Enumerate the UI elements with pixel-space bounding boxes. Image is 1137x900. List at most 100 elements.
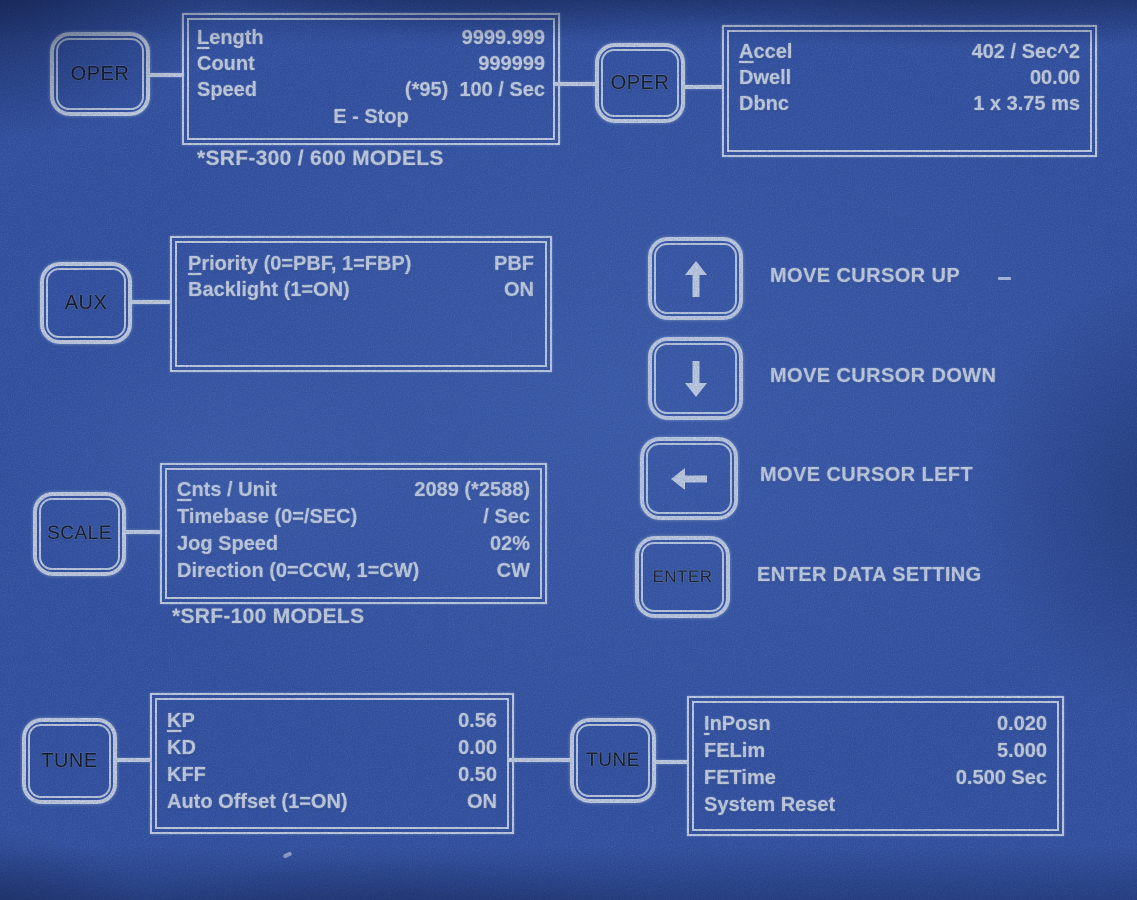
param-label: FELim xyxy=(704,740,766,762)
param-value: 0.00 xyxy=(458,737,497,759)
param-value: ON xyxy=(467,791,497,813)
param-label: Cnts / Unit xyxy=(177,479,277,501)
param-value: (*95) 100 / Sec xyxy=(404,79,545,101)
srf300-caption: *SRF-300 / 600 MODELS xyxy=(197,147,444,170)
param-label: KP xyxy=(167,710,195,732)
cursor-char: C xyxy=(177,479,192,501)
menu-row: InPosn 0.020 xyxy=(704,711,1047,738)
param-value: ON xyxy=(504,279,534,301)
cursor-char: L xyxy=(197,27,210,49)
menu-row: Speed (*95) 100 / Sec xyxy=(197,77,545,103)
param-label: Accel xyxy=(739,41,793,63)
connector-line xyxy=(130,300,170,304)
menu-row: Count 999999 xyxy=(197,51,545,77)
param-label: KD xyxy=(167,737,196,759)
menu-row: Timebase (0=/SEC) / Sec xyxy=(177,504,530,531)
param-value: 0.50 xyxy=(458,764,497,786)
tune-gain-menu-box: KP 0.56 KD 0.00 KFF 0.50 Auto Offset (1=… xyxy=(150,693,514,834)
param-value: 0.500 Sec xyxy=(955,767,1047,789)
scale-menu-box: Cnts / Unit 2089 (*2588) Timebase (0=/SE… xyxy=(160,463,547,604)
oper-key-label: OPER xyxy=(70,62,130,85)
tune-key-2[interactable]: TUNE xyxy=(570,718,656,803)
menu-row: KD 0.00 xyxy=(167,735,497,762)
tune-key-label: TUNE xyxy=(41,749,98,772)
oper-key[interactable]: OPER xyxy=(50,32,150,116)
connector-line xyxy=(554,82,597,86)
param-value: 999999 xyxy=(478,53,545,75)
enter-key[interactable]: ENTER xyxy=(635,536,730,618)
param-label: Count xyxy=(197,53,255,75)
param-value: 5.000 xyxy=(996,740,1047,762)
scale-key-label: SCALE xyxy=(47,523,112,544)
param-label: FETime xyxy=(704,767,776,789)
param-value: 402 / Sec^2 xyxy=(971,41,1080,63)
tune-position-menu-box: InPosn 0.020 FELim 5.000 FETime 0.500 Se… xyxy=(687,696,1064,836)
param-value: / Sec xyxy=(483,506,530,528)
param-label: Auto Offset (1=ON) xyxy=(167,791,348,813)
menu-row: Backlight (1=ON) ON xyxy=(188,277,534,303)
connector-line xyxy=(115,758,150,762)
cursor-char: P xyxy=(188,253,202,275)
oper-accel-menu-box: Accel 402 / Sec^2 Dwell 00.00 Dbnc 1 x 3… xyxy=(722,25,1097,157)
connector-line xyxy=(683,85,723,89)
param-value: CW xyxy=(496,560,530,582)
scale-key[interactable]: SCALE xyxy=(33,492,126,576)
menu-row: FELim 5.000 xyxy=(704,738,1047,765)
cursor-down-key[interactable] xyxy=(648,337,743,420)
param-label: Timebase (0=/SEC) xyxy=(177,506,358,528)
down-arrow-icon xyxy=(684,360,707,397)
connector-line xyxy=(508,758,570,762)
connector-line xyxy=(654,760,687,764)
param-label: Jog Speed xyxy=(177,533,279,555)
param-label: InPosn xyxy=(704,713,771,735)
connector-line xyxy=(150,73,184,77)
up-arrow-icon xyxy=(684,260,707,297)
enter-desc: ENTER DATA SETTING xyxy=(757,564,982,586)
cursor-char: A xyxy=(739,41,754,63)
left-arrow-icon xyxy=(671,467,707,490)
panel-smudge xyxy=(998,277,1011,280)
aux-key[interactable]: AUX xyxy=(40,262,132,344)
tune-key-label: TUNE xyxy=(586,749,640,771)
menu-row: Dwell 00.00 xyxy=(739,65,1080,91)
cursor-char: K xyxy=(167,710,182,732)
param-value: 0.56 xyxy=(458,710,497,732)
param-label: Direction (0=CCW, 1=CW) xyxy=(177,560,420,582)
menu-row: Accel 402 / Sec^2 xyxy=(739,39,1080,65)
connector-line xyxy=(124,530,162,534)
param-value: 2089 (*2588) xyxy=(414,479,530,501)
menu-row: Priority (0=PBF, 1=FBP) PBF xyxy=(188,251,534,277)
param-label: Length xyxy=(197,27,264,49)
aux-menu-box: Priority (0=PBF, 1=FBP) PBF Backlight (1… xyxy=(170,236,552,372)
param-label: System Reset xyxy=(704,794,836,816)
srf100-caption: *SRF-100 MODELS xyxy=(172,605,365,628)
menu-row: System Reset xyxy=(704,792,1047,819)
aux-key-label: AUX xyxy=(64,291,108,314)
cursor-left-key[interactable] xyxy=(640,437,738,520)
param-label: Backlight (1=ON) xyxy=(188,279,350,301)
tune-key[interactable]: TUNE xyxy=(22,718,117,804)
menu-row: KFF 0.50 xyxy=(167,762,497,789)
param-value: 00.00 xyxy=(1029,67,1080,89)
menu-row: Length 9999.999 xyxy=(197,25,545,51)
oper-key-2[interactable]: OPER xyxy=(595,43,685,123)
menu-row: Auto Offset (1=ON) ON xyxy=(167,789,497,816)
panel-speck xyxy=(282,851,293,859)
param-value: 0.020 xyxy=(996,713,1047,735)
param-label: KFF xyxy=(167,764,206,786)
param-label: Speed xyxy=(197,79,258,101)
param-label: Dbnc xyxy=(739,93,789,115)
enter-key-label: ENTER xyxy=(652,567,713,586)
menu-row: Direction (0=CCW, 1=CW) CW xyxy=(177,558,530,585)
cursor-up-key[interactable] xyxy=(648,237,743,320)
menu-row: Dbnc 1 x 3.75 ms xyxy=(739,91,1080,117)
param-value: 02% xyxy=(489,533,530,555)
menu-row: Cnts / Unit 2089 (*2588) xyxy=(177,477,530,504)
oper-main-menu-box: Length 9999.999 Count 999999 Speed (*95)… xyxy=(182,13,560,145)
param-label: Dwell xyxy=(739,67,792,89)
param-label: Priority (0=PBF, 1=FBP) xyxy=(188,253,412,275)
cursor-up-desc: MOVE CURSOR UP xyxy=(770,265,961,287)
param-value: PBF xyxy=(494,253,534,275)
cursor-left-desc: MOVE CURSOR LEFT xyxy=(760,464,974,486)
